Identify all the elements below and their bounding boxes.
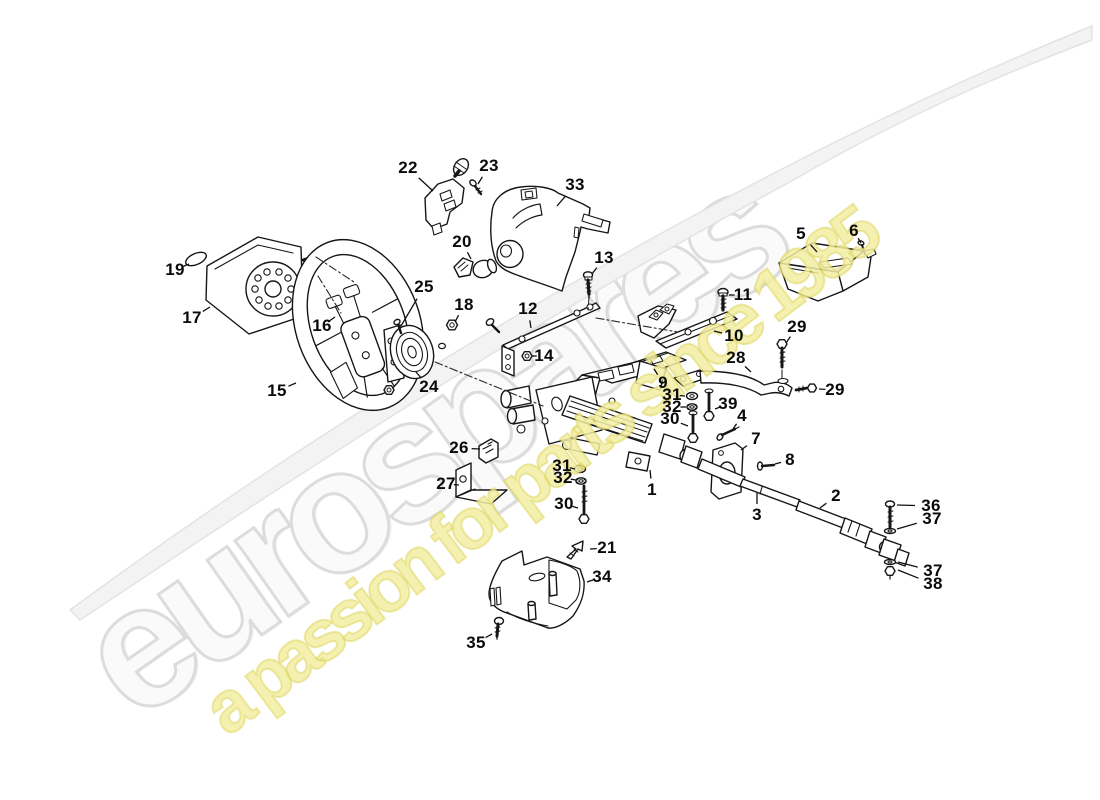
horn-pad bbox=[205, 236, 319, 335]
screw bbox=[717, 287, 729, 312]
washer bbox=[883, 527, 897, 535]
bolt bbox=[884, 500, 896, 529]
lower-bracket bbox=[455, 462, 508, 505]
leader-lines-group bbox=[183, 176, 919, 639]
cover-bracket bbox=[778, 242, 877, 302]
screw bbox=[493, 616, 505, 640]
pin bbox=[857, 240, 866, 255]
trim-oval bbox=[185, 251, 207, 267]
clip bbox=[566, 540, 584, 560]
hub-screw bbox=[393, 318, 403, 335]
column-assembly bbox=[500, 360, 703, 472]
eyelet bbox=[685, 391, 699, 401]
star-washer bbox=[575, 477, 587, 485]
bolt bbox=[703, 388, 715, 421]
bolt bbox=[794, 383, 818, 393]
clip bbox=[478, 438, 499, 464]
lower-cowl bbox=[488, 550, 585, 629]
column-switch bbox=[424, 158, 470, 236]
swoosh-graphic bbox=[68, 24, 1093, 621]
support-bracket bbox=[637, 303, 738, 349]
bolt bbox=[776, 339, 789, 385]
bolt bbox=[687, 410, 699, 443]
nut bbox=[884, 566, 896, 580]
mounting-bracket bbox=[485, 302, 601, 377]
upper-cowl bbox=[490, 185, 611, 292]
nut bbox=[521, 351, 533, 361]
hub-boss bbox=[383, 324, 435, 383]
bolt bbox=[578, 484, 590, 524]
circlip bbox=[438, 342, 447, 350]
washer bbox=[883, 558, 897, 566]
star-washer bbox=[686, 403, 698, 411]
lower-shaft-ujoint bbox=[795, 500, 910, 567]
nut bbox=[445, 319, 459, 331]
assembly-axis-lines bbox=[315, 256, 783, 407]
screw bbox=[469, 179, 483, 196]
nut bbox=[383, 385, 395, 395]
tie-strap bbox=[673, 369, 793, 397]
ignition-switch bbox=[453, 257, 498, 279]
pin bbox=[716, 426, 740, 441]
pin bbox=[756, 461, 776, 471]
